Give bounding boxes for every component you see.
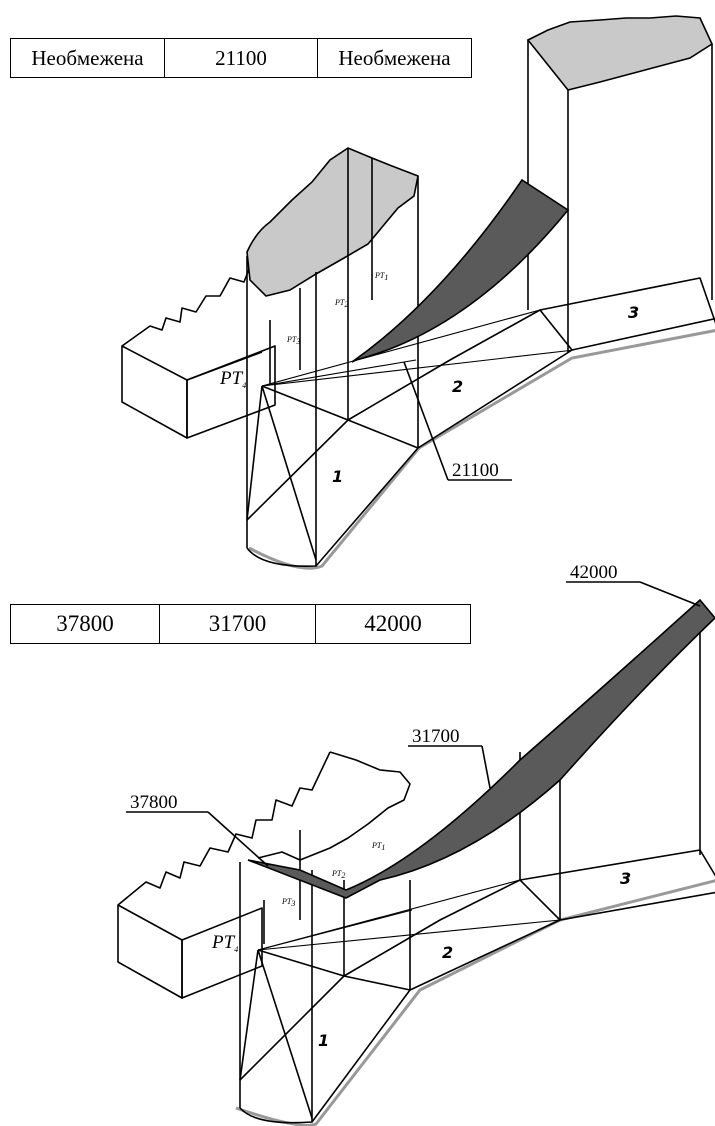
drift-line xyxy=(257,919,561,951)
chamber-3-floor xyxy=(559,891,715,921)
chamber-1-edge xyxy=(261,385,349,421)
section-number: 1 xyxy=(332,467,343,486)
section-number: 3 xyxy=(628,303,639,322)
chamber-1-bottom xyxy=(246,447,419,567)
rock-cap xyxy=(246,147,419,297)
block-front-face xyxy=(181,907,263,999)
point-label-pt2: PT2 xyxy=(334,298,348,309)
block-top-front xyxy=(186,351,263,381)
table-cell: Необмежена xyxy=(10,38,165,78)
point-label-pt4: PT4 xyxy=(211,932,238,954)
table-cell: Необмежена xyxy=(317,38,472,78)
chamber-1-edge xyxy=(257,949,313,1119)
point-label-pt3: PT3 xyxy=(281,897,295,908)
table-row: Необмежена 21100 Необмежена xyxy=(10,38,472,78)
chamber-3-floor xyxy=(539,277,715,324)
section-number: 2 xyxy=(442,943,453,962)
drift-line xyxy=(261,349,575,387)
bottom-diagram: 37800 31700 42000 PT4 PT3 PT2 PT1 1 2 3 xyxy=(117,562,715,1126)
chamber-1-edge xyxy=(239,949,259,1081)
drift-line xyxy=(261,359,417,387)
point-label-pt4: PT4 xyxy=(219,368,246,390)
table-cell: 21100 xyxy=(164,38,318,78)
section-number: 3 xyxy=(620,869,631,888)
stress-zone-cut xyxy=(351,178,570,363)
table-cell: 37800 xyxy=(10,604,160,644)
section-number: 2 xyxy=(452,377,463,396)
ground-shadow xyxy=(248,329,715,570)
block-end-face xyxy=(117,904,183,999)
table-row: 37800 31700 42000 xyxy=(10,604,471,644)
section-number: 1 xyxy=(318,1031,329,1050)
chamber-1-floor xyxy=(239,975,411,1081)
chamber-3-floor xyxy=(519,849,715,881)
drift-line xyxy=(257,879,521,951)
table-cell: 31700 xyxy=(159,604,316,644)
point-label-pt3: PT3 xyxy=(286,335,300,346)
callout-label: 37800 xyxy=(130,792,178,813)
block-back-edge xyxy=(257,751,411,861)
callout-leader xyxy=(639,581,701,607)
table-cell: 42000 xyxy=(315,604,471,644)
point-label-pt1: PT1 xyxy=(374,271,388,282)
callout-label: 31700 xyxy=(412,726,460,747)
block-top-edge xyxy=(117,751,331,906)
chamber-1-edge xyxy=(246,385,263,521)
bottom-limit-table: 37800 31700 42000 xyxy=(10,604,471,644)
ground-shadow xyxy=(235,879,715,1126)
callout-leader xyxy=(207,811,269,867)
block-end-face xyxy=(121,345,188,439)
callout-label: 21100 xyxy=(452,460,499,481)
callout-leader xyxy=(481,745,491,789)
top-limit-table: Необмежена 21100 Необмежена xyxy=(10,38,472,78)
point-label-pt2: PT2 xyxy=(331,869,345,880)
point-label-pt1: PT1 xyxy=(371,841,385,852)
stress-zone-cut xyxy=(247,598,715,899)
callout-leader xyxy=(403,361,449,481)
chamber-1-edge xyxy=(257,949,345,977)
chamber-3-floor xyxy=(571,317,715,351)
top-diagram: 21100 PT4 PT3 PT2 PT1 1 2 3 xyxy=(121,15,715,570)
ore-block xyxy=(117,751,411,999)
chamber-1-edge xyxy=(261,385,317,561)
rock-cap-right xyxy=(526,15,714,91)
drift-line xyxy=(261,309,541,387)
chamber-1-bottom xyxy=(239,989,411,1124)
callout-label: 42000 xyxy=(570,562,618,583)
